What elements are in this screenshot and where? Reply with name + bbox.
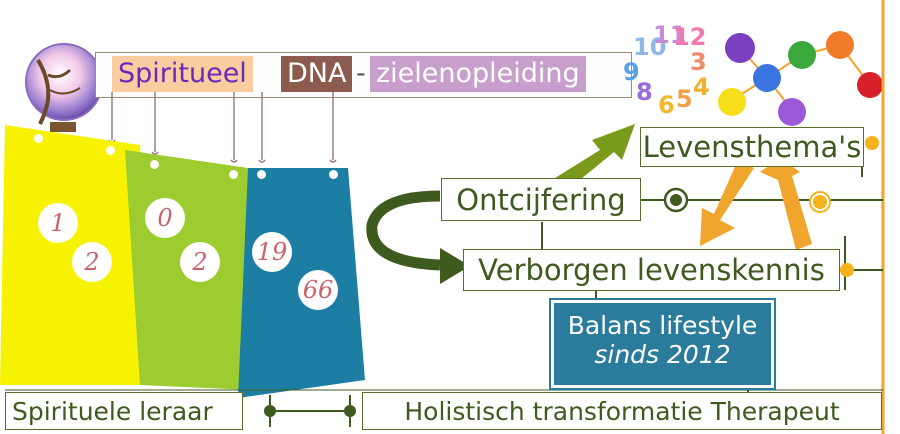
chakra-solar-icon bbox=[718, 88, 746, 116]
banner-digit: 2 bbox=[180, 242, 220, 282]
numerology-digit: 6 bbox=[658, 91, 675, 119]
numerology-digit: 9 bbox=[623, 58, 640, 86]
curved-arrow-icon bbox=[366, 190, 441, 271]
numerology-digit: 5 bbox=[676, 85, 693, 113]
balans-since-label: sinds 2012 bbox=[594, 340, 731, 369]
numerology-digit: 10 bbox=[633, 33, 666, 61]
banner-clip bbox=[329, 170, 338, 179]
banner-clip bbox=[150, 160, 159, 169]
banner-clip bbox=[229, 170, 238, 179]
chakra-heart-icon bbox=[788, 41, 816, 69]
connector-dot bbox=[344, 405, 356, 417]
banner-digit: 1 bbox=[38, 203, 78, 243]
numerology-digit: 3 bbox=[690, 48, 707, 76]
title-spiritueel: Spiritueel bbox=[112, 56, 253, 92]
levensthemas-box[interactable]: Levensthema's bbox=[640, 127, 864, 167]
spirituele-leraar-label: Spirituele leraar bbox=[12, 396, 213, 426]
chakra-network bbox=[718, 31, 883, 126]
numerology-digit-wheel: 10 11 12 9 3 8 6 5 4 bbox=[623, 21, 710, 119]
banner-digit: 2 bbox=[72, 242, 112, 282]
chakra-root-icon bbox=[857, 72, 883, 98]
verborgen-levenskennis-box[interactable]: Verborgen levenskennis bbox=[463, 249, 840, 291]
banner-digit: 66 bbox=[298, 270, 338, 310]
ontcijfering-label: Ontcijfering bbox=[456, 182, 626, 217]
title-separator: - bbox=[356, 58, 366, 89]
ontcijfering-box[interactable]: Ontcijfering bbox=[441, 178, 641, 221]
orange-arrow-down-icon bbox=[700, 160, 754, 246]
spirituele-leraar-box[interactable]: Spirituele leraar bbox=[5, 392, 243, 430]
olive-arrow-icon bbox=[555, 124, 635, 188]
banner-clip bbox=[106, 146, 115, 155]
levensthemas-label: Levensthema's bbox=[642, 130, 862, 164]
connector-dot bbox=[264, 405, 276, 417]
balans-lifestyle-box[interactable]: Balans lifestyle sinds 2012 bbox=[549, 298, 776, 390]
balans-lifestyle-label: Balans lifestyle bbox=[567, 311, 758, 340]
numerology-digit: 12 bbox=[673, 23, 706, 51]
chakra-throat-icon bbox=[778, 98, 806, 126]
chakra-crown-icon bbox=[725, 33, 755, 63]
orange-arrow-up-icon bbox=[760, 158, 812, 250]
orange-dot-icon bbox=[865, 136, 879, 150]
verborgen-levenskennis-label: Verborgen levenskennis bbox=[478, 253, 825, 287]
banner-digit: 19 bbox=[252, 232, 292, 272]
holistisch-therapeut-box[interactable]: Holistisch transformatie Therapeut bbox=[362, 392, 882, 430]
chakra-sacral-icon bbox=[826, 31, 854, 59]
orange-dot-icon bbox=[840, 263, 854, 277]
title-dna: DNA bbox=[281, 56, 353, 92]
numerology-digit: 11 bbox=[653, 21, 686, 49]
chakra-third-eye-icon bbox=[753, 64, 781, 92]
numerology-digit: 4 bbox=[693, 73, 710, 101]
banner-clip bbox=[34, 134, 43, 143]
holistisch-therapeut-label: Holistisch transformatie Therapeut bbox=[404, 396, 840, 426]
numerology-digit: 8 bbox=[636, 78, 653, 106]
banner-digit: 0 bbox=[145, 198, 185, 238]
title-zielenopleiding: zielenopleiding bbox=[370, 56, 586, 92]
banner-clip bbox=[257, 170, 266, 179]
